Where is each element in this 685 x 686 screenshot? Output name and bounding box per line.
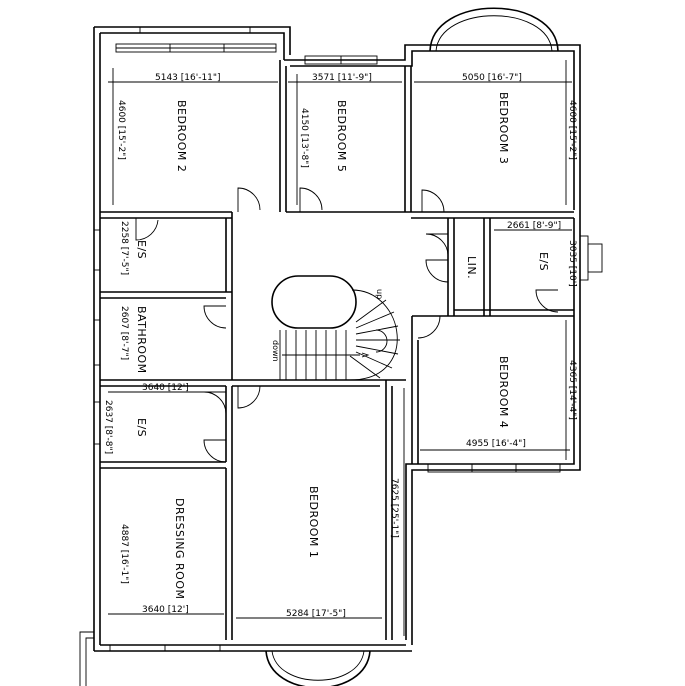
dim-ensuite-lower-left-depth: 2637 [8'-8"] xyxy=(103,400,113,454)
doors xyxy=(135,187,559,463)
staircase xyxy=(271,275,400,381)
bedroom-4-label: BEDROOM 4 xyxy=(497,356,510,428)
dim-dressing-width: 3640 [12'] xyxy=(142,605,189,615)
dim-bed5-width: 3571 [11'-9"] xyxy=(312,73,372,83)
dim-bed3-depth: 4600 [15'-2"] xyxy=(567,100,577,160)
dim-bed5-depth: 4150 [13'-8"] xyxy=(299,108,309,168)
bay-windows xyxy=(265,7,559,686)
dim-bed1-width: 5284 [17'-5"] xyxy=(286,609,346,619)
dim-dressing-depth: 4887 [16'-1"] xyxy=(119,524,129,584)
dim-bed2-depth: 4600 [15'-2"] xyxy=(116,100,126,160)
dimension-labels: 5143 [16'-11"] 4600 [15'-2"] 3571 [11'-9… xyxy=(103,73,577,619)
stair-up-label: up xyxy=(375,289,384,299)
interior-walls xyxy=(100,60,574,640)
stair-down-label: down xyxy=(271,340,280,362)
dressing-room-label: DRESSING ROOM xyxy=(173,498,186,599)
outer-walls xyxy=(79,26,581,686)
dim-bathroom: 2607 [8'-7"] xyxy=(119,306,129,360)
bedroom-3-label: BEDROOM 3 xyxy=(497,92,510,164)
dim-ensuite-lower-left-width: 3640 [12'] xyxy=(142,383,189,393)
dim-ensuite-upper-left: 2258 [7'-5"] xyxy=(119,221,129,275)
stair-labels: up down xyxy=(271,289,384,362)
ensuite-right-label: E/S xyxy=(537,252,550,271)
ensuite-upper-left-label: E/S xyxy=(135,240,148,259)
bedroom-2-label: BEDROOM 2 xyxy=(175,100,188,172)
ensuite-lower-left-label: E/S xyxy=(135,418,148,437)
dim-bed2-width: 5143 [16'-11"] xyxy=(155,73,221,83)
dim-bed4-depth: 4365 [14'-4"] xyxy=(567,360,577,420)
windows xyxy=(93,26,603,652)
bedroom-5-label: BEDROOM 5 xyxy=(335,100,348,172)
bedroom-1-label: BEDROOM 1 xyxy=(307,486,320,558)
dim-ensuite-right-depth: 3035 [10'] xyxy=(567,240,577,287)
room-labels: BEDROOM 2 BEDROOM 5 BEDROOM 3 E/S BATHRO… xyxy=(135,92,550,599)
bathroom-label: BATHROOM xyxy=(135,306,148,374)
dim-bed4-width: 4955 [16'-4"] xyxy=(466,439,526,449)
dimension-lines xyxy=(108,60,572,636)
dim-bed3-width: 5050 [16'-7"] xyxy=(462,73,522,83)
dim-ensuite-right-width: 2661 [8'-9"] xyxy=(507,221,561,231)
linen-label: LIN. xyxy=(465,256,478,279)
dim-bed1-depth: 7625 [25'-1"] xyxy=(389,478,399,538)
